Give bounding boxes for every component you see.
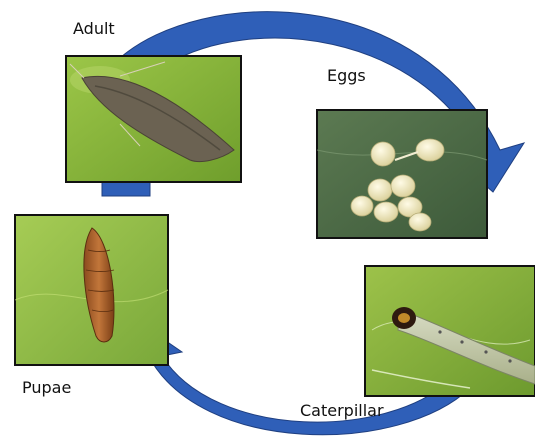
stage-label-eggs: Eggs	[327, 66, 366, 85]
eggs-photo	[317, 110, 487, 238]
stage-label-pupae: Pupae	[22, 378, 71, 397]
stage-label-adult: Adult	[73, 19, 115, 38]
caterpillar-photo	[365, 266, 535, 396]
stage-label-caterpillar: Caterpillar	[300, 401, 384, 420]
pupae-photo	[15, 215, 168, 365]
adult-photo	[66, 56, 241, 182]
arrow-stub	[102, 182, 150, 196]
